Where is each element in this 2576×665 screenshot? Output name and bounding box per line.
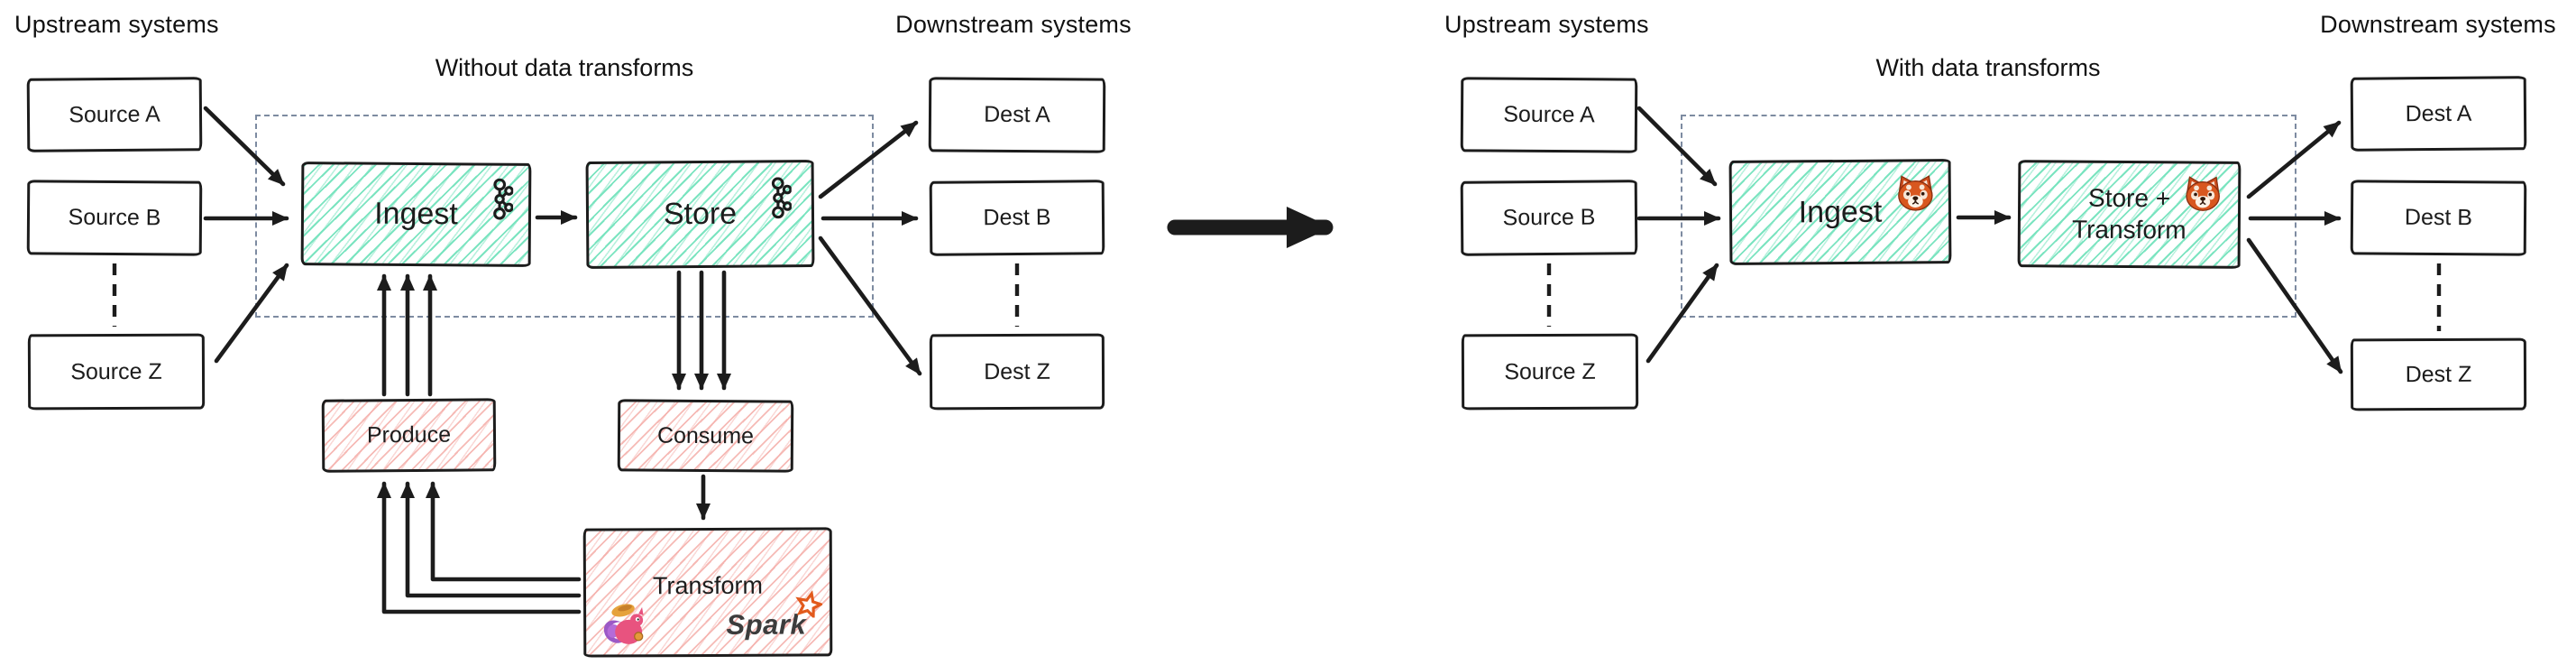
redpanda-icon	[2186, 176, 2221, 212]
right-store-transform-box: Store + Transform	[2017, 160, 2241, 269]
arrow-left-store-destA	[818, 120, 919, 199]
left-dest-z-box: Dest Z	[929, 333, 1105, 411]
left-diagram-title: Without data transforms	[435, 54, 694, 81]
left-produce-box: Produce	[321, 398, 497, 473]
left-consume-label: Consume	[656, 422, 755, 448]
left-store-box: Store	[585, 160, 815, 269]
kafka-icon	[493, 178, 514, 220]
spark-star-icon	[794, 590, 823, 618]
kafka-icon	[771, 177, 793, 219]
arrow-right-sourceZ-ingest	[1646, 263, 1719, 364]
right-dest-z-label: Dest Z	[2405, 361, 2472, 387]
left-upstream-label: Upstream systems	[14, 11, 219, 38]
right-dest-z-box: Dest Z	[2350, 337, 2527, 411]
left-pipeline-boundary	[255, 115, 874, 318]
left-source-a-label: Source A	[69, 101, 160, 127]
left-produce-label: Produce	[366, 421, 452, 448]
right-diagram-title: With data transforms	[1875, 54, 2101, 81]
right-source-b-box: Source B	[1460, 180, 1638, 256]
left-source-a-box: Source A	[26, 77, 203, 152]
left-transform-label: Transform	[652, 571, 764, 600]
left-dest-z-label: Dest Z	[984, 358, 1050, 384]
left-source-b-box: Source B	[26, 180, 203, 256]
right-downstream-label: Downstream systems	[2320, 11, 2556, 38]
arrow-left-transform-produce-1	[426, 481, 582, 582]
right-dest-b-label: Dest B	[2404, 204, 2473, 231]
flink-squirrel-icon	[603, 602, 645, 645]
left-ingest-label: Ingest	[374, 196, 458, 232]
right-store-transform-label: Store + Transform	[2072, 183, 2186, 245]
right-dest-b-box: Dest B	[2350, 180, 2527, 256]
left-consume-box: Consume	[617, 399, 794, 473]
left-store-label: Store	[663, 196, 738, 232]
right-source-a-label: Source A	[1503, 101, 1595, 128]
arrow-left-transform-produce-2	[400, 481, 582, 598]
right-source-z-label: Source Z	[1504, 358, 1596, 384]
left-source-b-label: Source B	[68, 204, 161, 231]
left-dest-a-label: Dest A	[984, 101, 1050, 128]
arrow-right-sourceA-ingest	[1636, 106, 1718, 187]
right-dest-a-box: Dest A	[2350, 76, 2527, 152]
right-ingest-label: Ingest	[1798, 194, 1883, 229]
right-source-a-box: Source A	[1460, 77, 1638, 153]
right-source-z-box: Source Z	[1461, 333, 1639, 411]
redpanda-icon	[1897, 175, 1933, 211]
right-pipeline-boundary	[1681, 115, 2296, 318]
arrow-right-store-destZ	[2246, 237, 2343, 374]
arrow-right-store-destA	[2246, 120, 2342, 199]
arrow-left-store-destZ	[818, 236, 922, 376]
left-source-z-label: Source Z	[70, 358, 162, 384]
arrow-left-sourceZ-ingest	[214, 263, 289, 364]
left-source-z-box: Source Z	[27, 333, 206, 411]
store-line-1: Store +	[2087, 184, 2171, 213]
left-dest-a-box: Dest A	[928, 77, 1106, 153]
left-dest-b-box: Dest B	[929, 180, 1105, 256]
right-dest-a-label: Dest A	[2405, 100, 2472, 126]
right-source-b-label: Source B	[1502, 204, 1596, 231]
spark-wordmark: Spark	[726, 608, 807, 641]
store-line-2: Transform	[2071, 215, 2186, 244]
spark-logo: Spark	[726, 590, 823, 642]
left-ingest-box: Ingest	[300, 162, 532, 267]
left-dest-b-label: Dest B	[983, 204, 1051, 231]
left-transform-box: Transform Spark	[582, 527, 833, 658]
right-ingest-box: Ingest	[1728, 159, 1952, 265]
left-downstream-label: Downstream systems	[895, 11, 1132, 38]
arrow-left-transform-produce-3	[377, 481, 582, 614]
arrow-left-sourceA-ingest	[203, 106, 286, 187]
right-upstream-label: Upstream systems	[1444, 11, 1649, 38]
